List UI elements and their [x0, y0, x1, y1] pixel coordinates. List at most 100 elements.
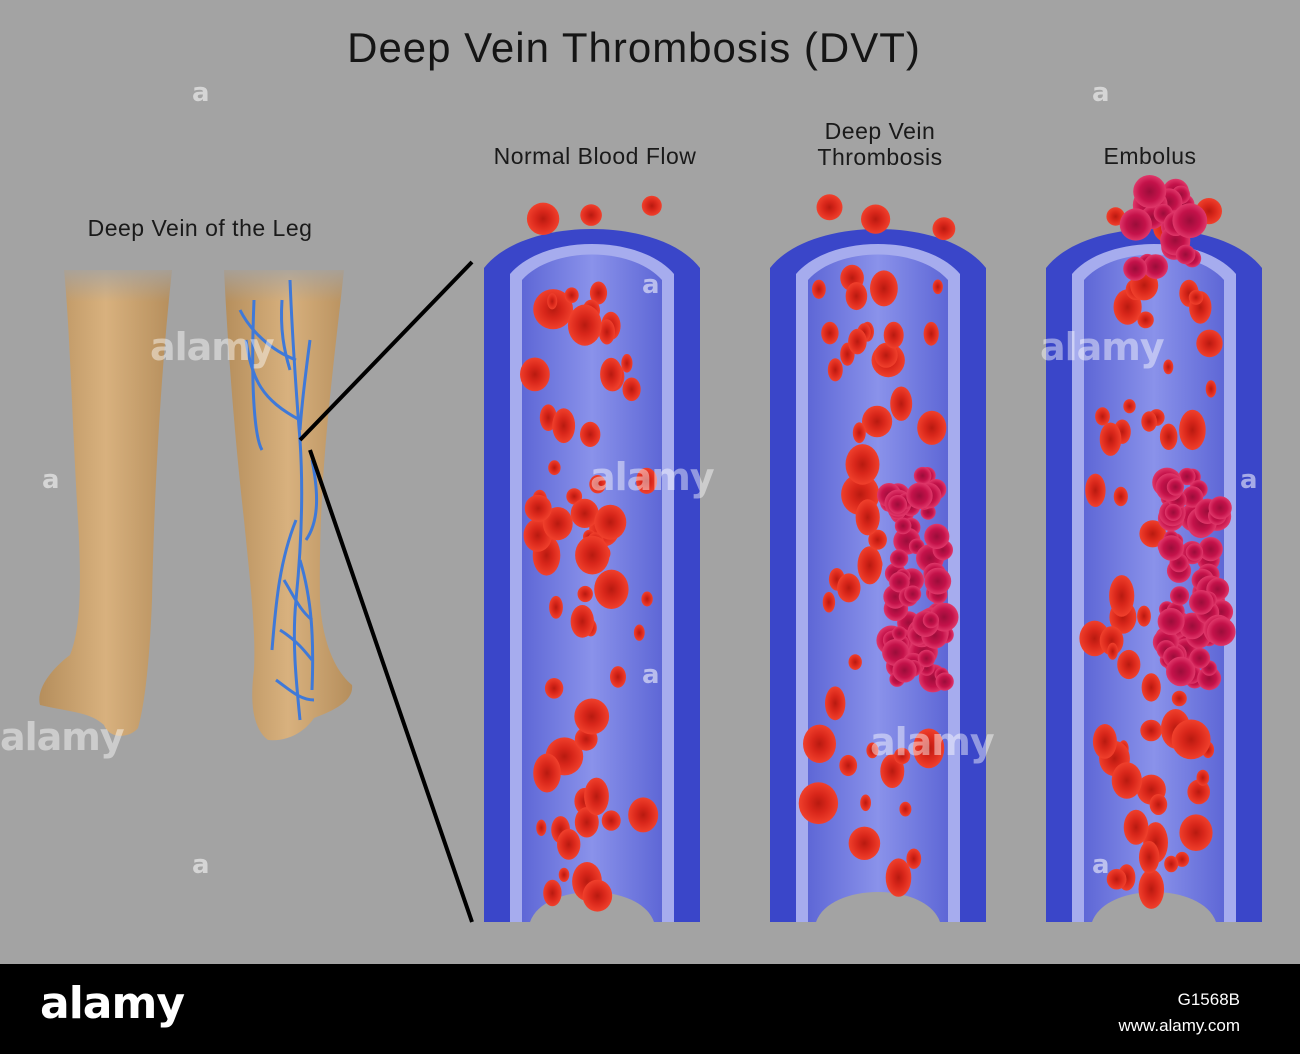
clot-cell [922, 612, 940, 629]
red-blood-cell [633, 624, 645, 641]
red-blood-cell [1099, 626, 1124, 656]
red-blood-cell [866, 742, 879, 759]
red-blood-cell [837, 573, 861, 603]
red-blood-cell [821, 321, 839, 345]
clot-cell [894, 517, 912, 535]
embolus-cell [1123, 256, 1148, 281]
red-blood-cell [855, 499, 880, 536]
panel-label-normal: Normal Blood Flow [493, 143, 697, 169]
red-blood-cell [526, 202, 560, 235]
red-blood-cell [566, 488, 583, 505]
red-blood-cell [1085, 473, 1106, 507]
red-blood-cell [589, 281, 608, 305]
red-blood-cell [1149, 794, 1168, 815]
red-blood-cell [1141, 411, 1157, 432]
red-blood-cell [845, 444, 880, 485]
red-blood-cell [906, 848, 922, 869]
red-blood-cell [524, 494, 552, 522]
red-blood-cell [932, 279, 943, 295]
embolus-cell [1143, 254, 1168, 279]
clot-cell [1157, 608, 1185, 635]
clot-cell [1185, 543, 1204, 561]
red-blood-cell [845, 282, 868, 311]
red-blood-cell [852, 422, 866, 444]
red-blood-cell [547, 293, 558, 310]
red-blood-cell [848, 826, 881, 860]
watermark-text: alamy [870, 720, 995, 764]
red-blood-cell [1163, 359, 1174, 375]
clot-cell [889, 549, 909, 568]
red-blood-cell [641, 195, 662, 216]
red-blood-cell [1117, 649, 1141, 680]
red-blood-cell [874, 342, 898, 368]
watermark-glyph: a [42, 465, 60, 495]
diagram-title: Deep Vein Thrombosis (DVT) [347, 24, 921, 71]
red-blood-cell [1179, 409, 1206, 451]
leg-fade [40, 262, 360, 302]
site-url: www.alamy.com [1118, 1016, 1240, 1035]
red-blood-cell [577, 585, 593, 603]
red-blood-cell [570, 605, 594, 638]
panel-label-dvt: Deep Vein Thrombosis [817, 118, 943, 170]
red-blood-cell [567, 304, 602, 346]
red-blood-cell [1140, 719, 1162, 742]
red-blood-cell [575, 535, 610, 575]
red-blood-cell [1179, 814, 1213, 851]
red-blood-cell [1099, 422, 1122, 456]
red-blood-cell [798, 782, 839, 825]
red-blood-cell [812, 279, 826, 299]
clot-cell [917, 649, 936, 668]
zoom-line-top [298, 260, 474, 442]
red-blood-cell [868, 529, 887, 550]
red-blood-cell [589, 475, 606, 494]
clot-cell [1189, 590, 1214, 615]
clot-cell [935, 672, 954, 691]
watermark-glyph: a [192, 850, 210, 880]
red-blood-cell [570, 498, 599, 528]
stock-footer: alamy G1568B www.alamy.com [0, 964, 1300, 1054]
red-blood-cell [822, 591, 836, 613]
red-blood-cell [582, 879, 613, 912]
red-blood-cell [870, 270, 898, 307]
red-blood-cell [1139, 520, 1166, 548]
red-blood-cell [1107, 642, 1118, 660]
red-blood-cell [839, 754, 858, 777]
vessel-2 [1046, 175, 1262, 922]
red-blood-cell [860, 794, 871, 812]
red-blood-cell [548, 460, 561, 476]
clot-cell [892, 658, 917, 683]
red-blood-cell [917, 410, 947, 445]
right-leg [224, 270, 353, 741]
red-blood-cell [848, 328, 867, 355]
red-blood-cell [610, 666, 626, 688]
watermark-text: alamy [0, 715, 125, 759]
red-blood-cell [601, 810, 621, 831]
red-blood-cell [564, 287, 579, 304]
clot-cell [1166, 478, 1184, 496]
red-blood-cell [890, 386, 913, 421]
watermark-glyph: a [192, 78, 210, 108]
clot-cell [888, 495, 908, 514]
zoom-line-bottom [308, 449, 474, 923]
embolus-cell [1133, 175, 1167, 208]
red-blood-cell [1171, 719, 1211, 760]
leg-label: Deep Vein of the Leg [87, 215, 313, 241]
red-blood-cell [1164, 855, 1179, 873]
red-blood-cell [1171, 690, 1187, 707]
red-blood-cell [862, 405, 893, 438]
clot-cell [906, 482, 933, 509]
red-blood-cell [580, 204, 602, 226]
red-blood-cell [621, 354, 633, 373]
watermark-glyph: a [1092, 850, 1110, 880]
red-blood-cell [825, 686, 846, 721]
red-blood-cell [1159, 423, 1178, 450]
red-blood-cell [584, 777, 609, 816]
red-blood-cell [552, 408, 576, 444]
clot-cell [889, 571, 910, 593]
clot-cell [1208, 496, 1232, 520]
red-blood-cell [536, 819, 547, 836]
red-blood-cell [574, 807, 599, 838]
vessel-1 [770, 194, 986, 922]
leg-veins [238, 279, 319, 721]
red-blood-cell [1175, 851, 1190, 867]
